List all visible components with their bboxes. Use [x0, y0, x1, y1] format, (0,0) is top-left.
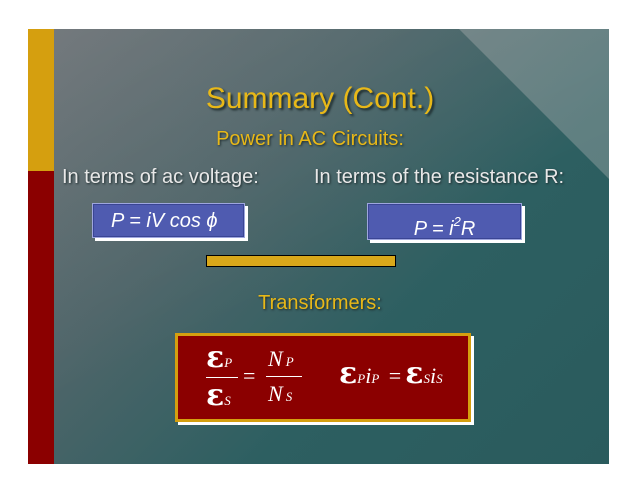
- power-resistance-formula: P = i2R: [367, 203, 522, 240]
- turns-fraction-bar: [266, 376, 302, 377]
- slide-background: [28, 29, 609, 464]
- slide-title: Summary (Cont.): [205, 82, 435, 115]
- power-balance-equation: εPiP =εSiS: [339, 356, 443, 391]
- phi-symbol: ϕ: [206, 210, 218, 232]
- slide-subtitle: Power in AC Circuits:: [216, 128, 404, 150]
- emf-secondary: εS: [206, 378, 231, 413]
- voltage-heading: In terms of ac voltage:: [62, 166, 259, 188]
- power-resistance-rhs: R: [460, 218, 476, 240]
- transformer-equation-box: [175, 333, 471, 422]
- power-resistance-lhs: P = i: [413, 218, 454, 240]
- corner-decoration: [459, 29, 609, 179]
- section-divider: [206, 255, 396, 267]
- transformers-heading: Transformers:: [258, 292, 382, 314]
- side-accent-gold: [28, 29, 54, 171]
- side-accent-red: [28, 171, 54, 464]
- resistance-heading: In terms of the resistance R:: [314, 166, 565, 188]
- power-voltage-formula: P = iV cos ϕ: [92, 203, 245, 238]
- emf-fraction-bar: [206, 377, 238, 378]
- emf-primary: εP: [206, 340, 233, 375]
- power-resistance-exponent: 2: [453, 214, 461, 229]
- equals-sign-1: =: [243, 363, 256, 388]
- power-voltage-lhs: P = iV cos: [111, 210, 201, 232]
